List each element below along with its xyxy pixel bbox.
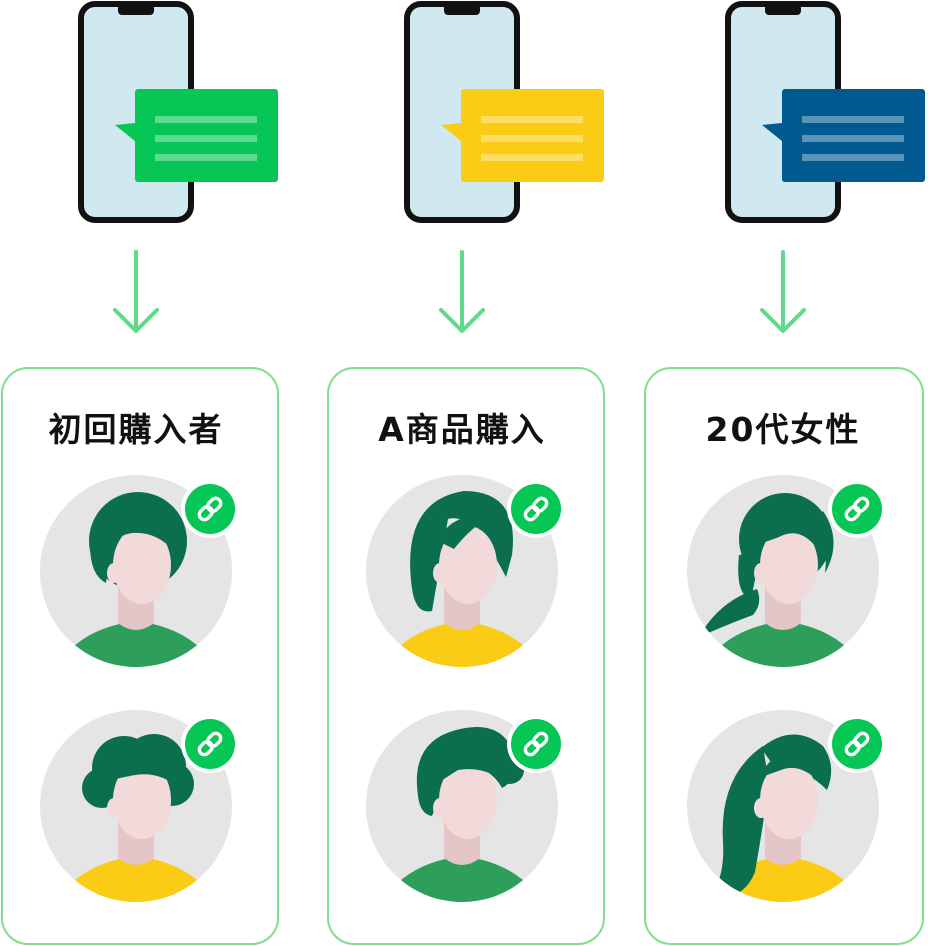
ear bbox=[107, 563, 121, 583]
link-loop bbox=[853, 496, 870, 513]
arrow-down-icon bbox=[439, 250, 485, 333]
bubble-tail bbox=[762, 123, 782, 141]
arrow-head bbox=[439, 308, 485, 333]
link-loop bbox=[853, 731, 870, 748]
bubble-text-line bbox=[802, 116, 904, 123]
shirt bbox=[370, 856, 554, 902]
bubble-text-line bbox=[481, 135, 583, 142]
bubble-text-line bbox=[155, 116, 257, 123]
segment-title: 初回購入者 bbox=[49, 410, 224, 449]
shirt bbox=[44, 621, 228, 667]
arrow-head bbox=[760, 308, 806, 333]
user-avatar bbox=[366, 710, 558, 902]
bubble-text-line bbox=[155, 154, 257, 161]
link-icon bbox=[828, 715, 886, 773]
fringe bbox=[759, 750, 822, 784]
fringe bbox=[757, 517, 820, 551]
arrow-head bbox=[113, 308, 159, 333]
user-avatar bbox=[366, 475, 558, 667]
phone-notch bbox=[765, 4, 801, 15]
face bbox=[439, 761, 497, 839]
fringe bbox=[108, 518, 175, 551]
message-bubble-icon bbox=[115, 89, 278, 182]
segment-column-3: 20代女性 bbox=[644, 1, 925, 945]
ear bbox=[433, 563, 447, 583]
bubble-tail bbox=[115, 123, 135, 141]
message-bubble-icon bbox=[762, 89, 925, 182]
shirt bbox=[44, 856, 228, 902]
link-icon bbox=[181, 480, 239, 538]
link-loop bbox=[206, 496, 223, 513]
arrow-down-icon bbox=[113, 250, 159, 333]
link-icon bbox=[181, 715, 239, 773]
hair-back bbox=[813, 511, 834, 573]
fringe bbox=[438, 517, 486, 549]
face bbox=[113, 526, 171, 604]
link-loop bbox=[523, 505, 540, 522]
link-loop bbox=[197, 505, 214, 522]
segment-title: 20代女性 bbox=[706, 410, 861, 449]
message-bubble-icon bbox=[441, 89, 604, 182]
link-icon bbox=[507, 715, 565, 773]
link-loop bbox=[197, 740, 214, 757]
bubble-text-line bbox=[155, 135, 257, 142]
link-loop bbox=[532, 731, 549, 748]
phone-notch bbox=[118, 4, 154, 15]
fringe bbox=[110, 758, 174, 784]
link-icon bbox=[828, 480, 886, 538]
bubble-text-line bbox=[802, 135, 904, 142]
face bbox=[113, 761, 171, 839]
bubble-text-line bbox=[481, 154, 583, 161]
hair-side bbox=[90, 545, 110, 583]
ear bbox=[107, 798, 121, 818]
link-loop bbox=[523, 740, 540, 757]
hair bbox=[416, 727, 515, 816]
fringe bbox=[436, 753, 502, 784]
face bbox=[760, 761, 818, 839]
segment-column-2: A商品購入 bbox=[327, 1, 605, 945]
link-icon bbox=[507, 480, 565, 538]
segment-title: A商品購入 bbox=[378, 410, 546, 449]
ponytail bbox=[699, 589, 760, 637]
shirt bbox=[370, 621, 554, 667]
ear bbox=[754, 563, 768, 583]
ear bbox=[754, 798, 768, 818]
hair-side bbox=[738, 551, 761, 599]
user-avatar bbox=[687, 710, 879, 902]
bubble-tail bbox=[441, 123, 461, 141]
user-avatar bbox=[687, 475, 879, 667]
shirt bbox=[691, 621, 875, 667]
bubble-text-line bbox=[481, 116, 583, 123]
segment-column-1: 初回購入者 bbox=[1, 1, 279, 945]
bubble-text-line bbox=[802, 154, 904, 161]
phone-notch bbox=[444, 4, 480, 15]
hair bbox=[410, 491, 513, 612]
user-avatar bbox=[40, 710, 232, 902]
face bbox=[760, 526, 818, 604]
link-loop bbox=[206, 731, 223, 748]
link-loop bbox=[844, 505, 861, 522]
link-loop bbox=[532, 496, 549, 513]
hair-long bbox=[711, 746, 769, 897]
ear bbox=[433, 798, 447, 818]
arrow-down-icon bbox=[760, 250, 806, 333]
user-avatar bbox=[40, 475, 232, 667]
